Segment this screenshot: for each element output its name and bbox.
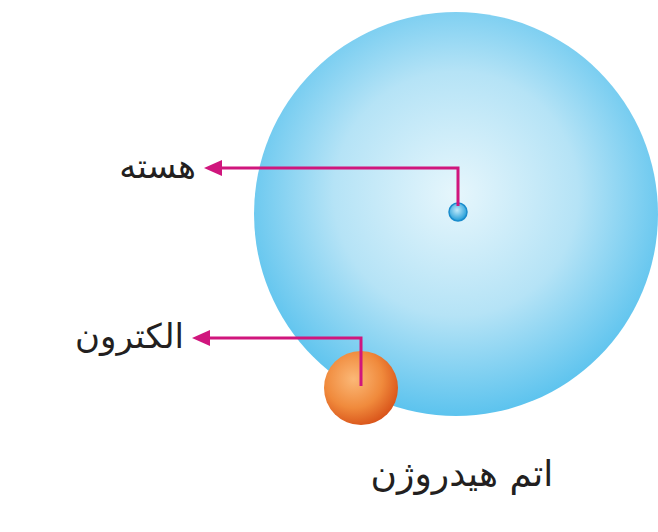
arrowhead (204, 160, 222, 176)
part-label: الکترون (75, 316, 184, 357)
arrowhead (192, 330, 210, 346)
electron-cloud (254, 12, 658, 416)
leader-line (206, 338, 361, 386)
leader-line (218, 168, 458, 206)
part-label: هسته (119, 146, 196, 187)
figure-caption: اتم هیدروژن (371, 452, 554, 495)
